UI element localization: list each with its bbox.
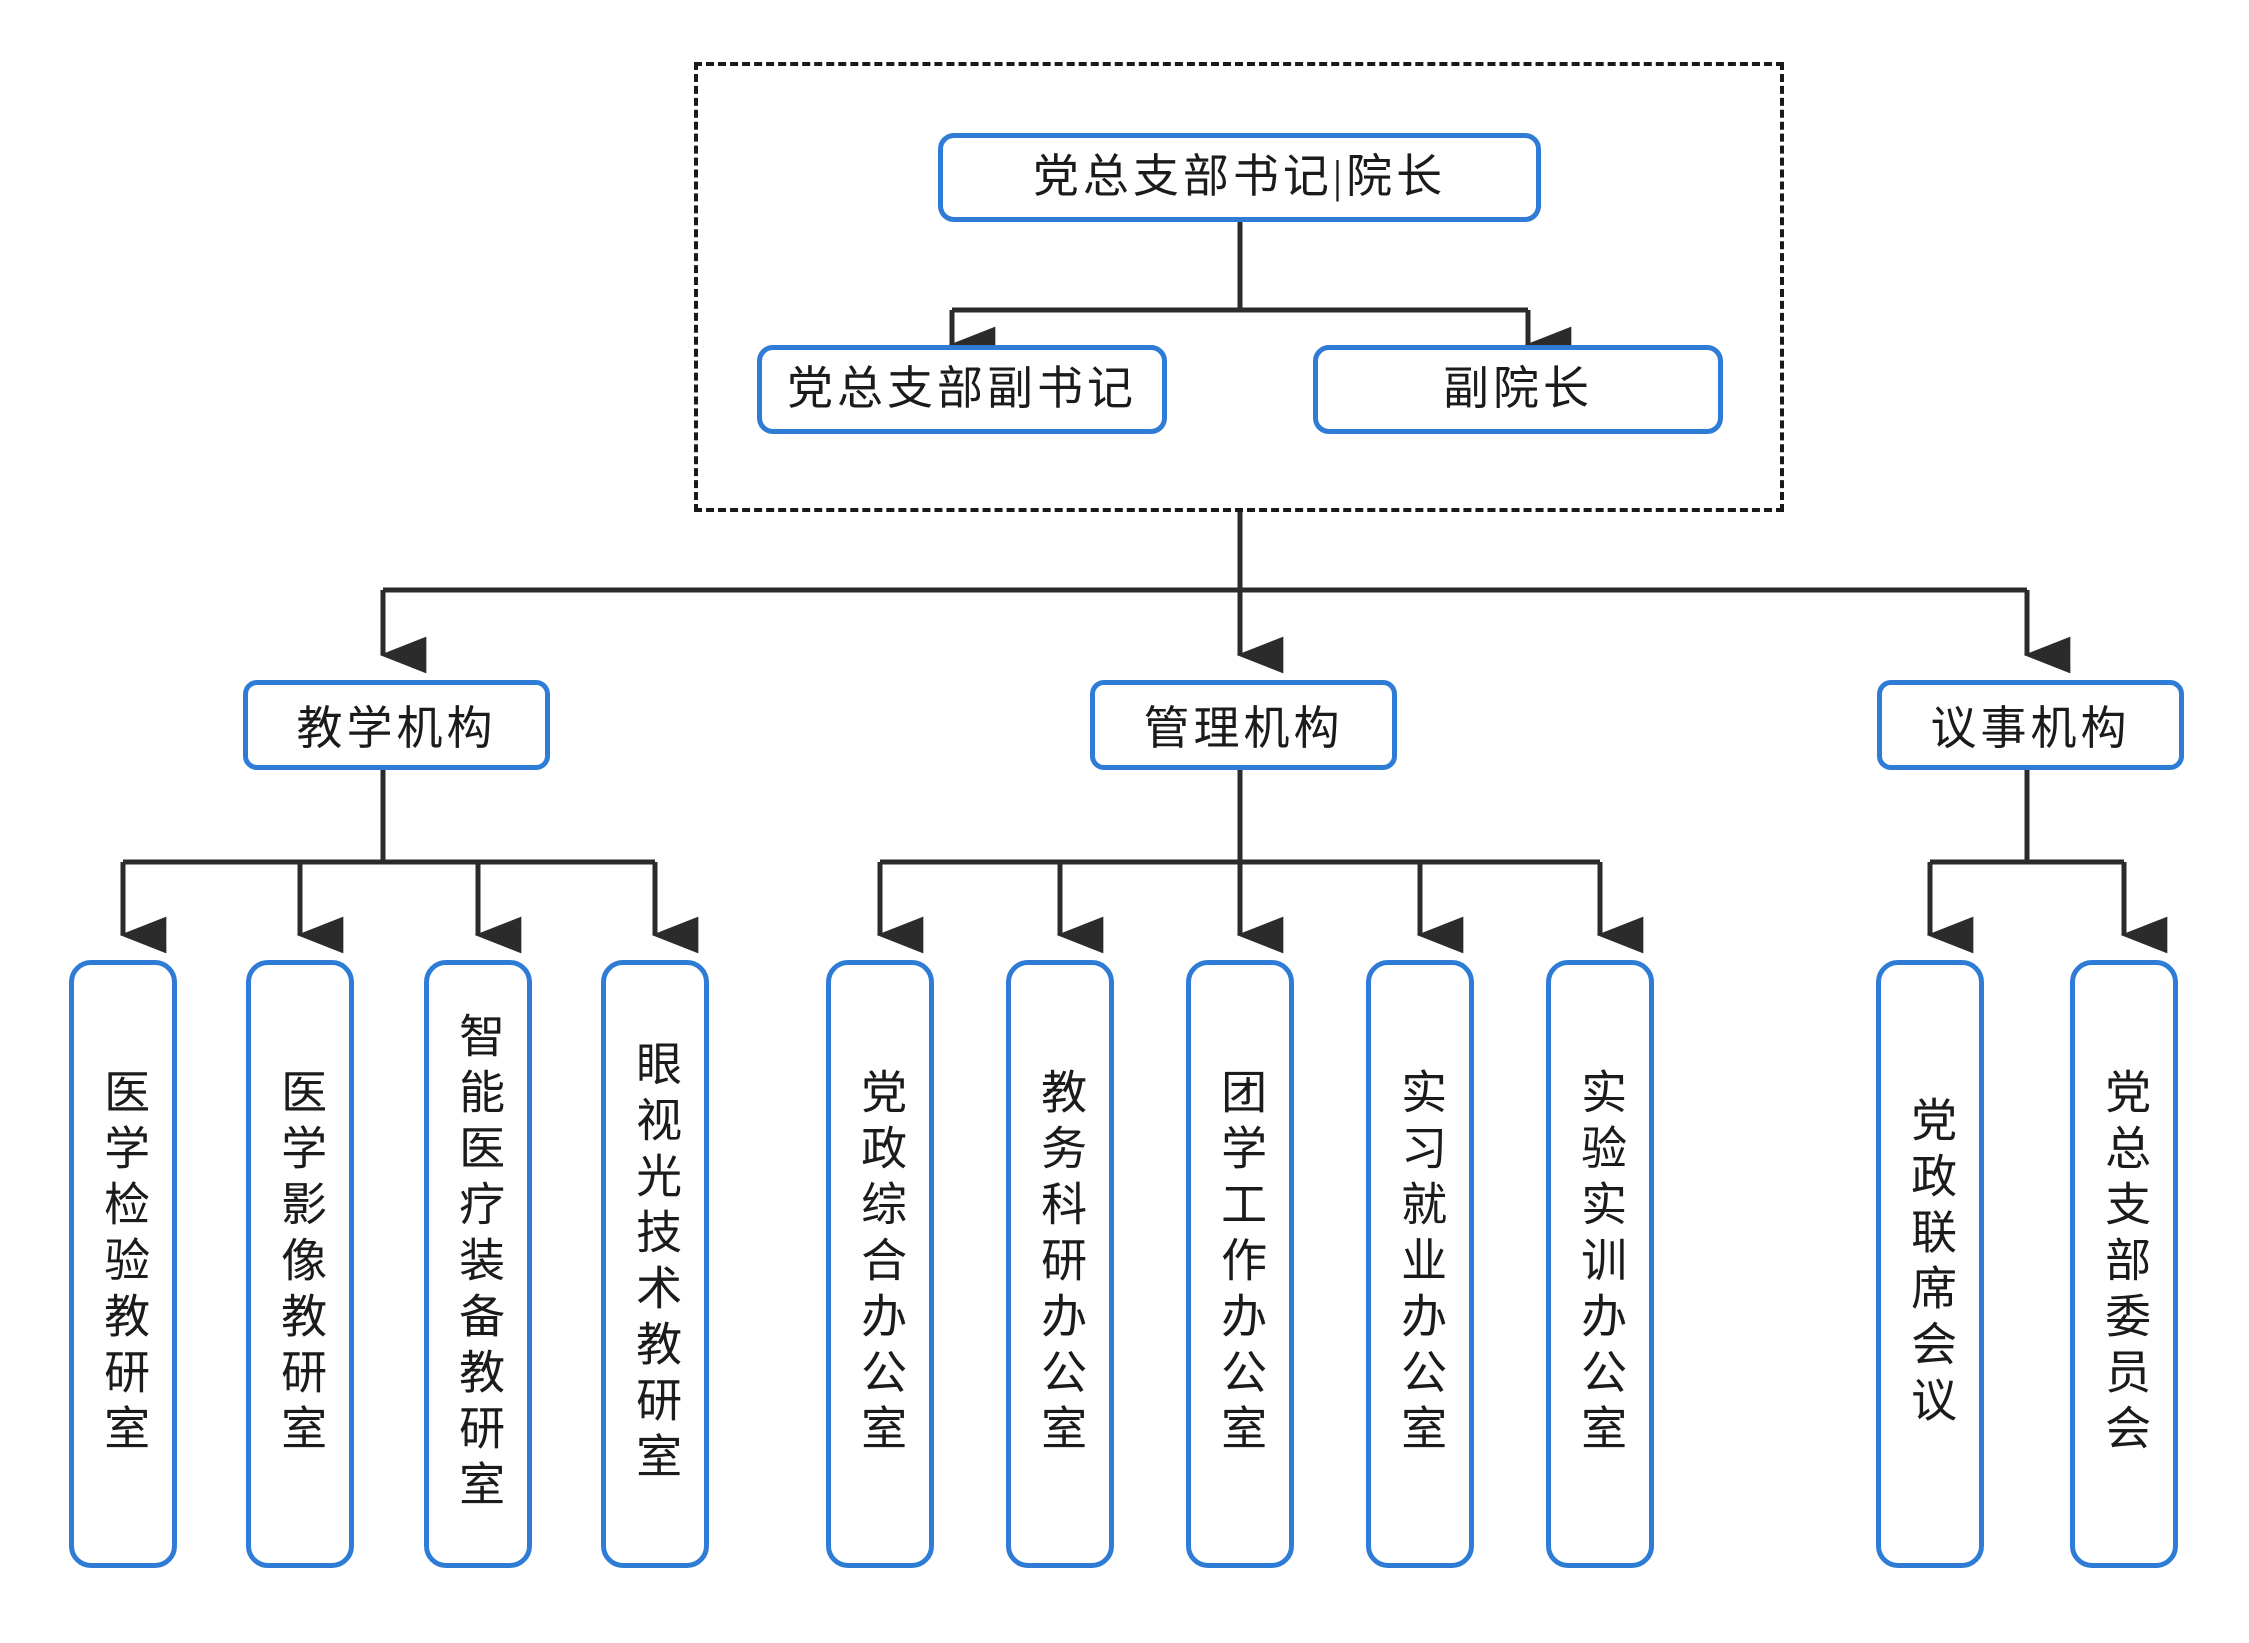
node-vice-dean[interactable]: 副院长 [1313,345,1723,434]
node-lab-training-office[interactable]: 实验实训办公室 [1546,960,1654,1568]
leadership-group-container [694,62,1784,512]
node-party-secretary-dean[interactable]: 党总支部书记|院长 [938,133,1541,222]
node-label: 眼视光技术教研室 [630,1040,682,1488]
node-label: 党政联席会议 [1905,1096,1957,1432]
node-label: 党总支部委员会 [2099,1068,2151,1460]
node-label: 教务科研办公室 [1035,1068,1087,1460]
node-label: 实习就业办公室 [1395,1068,1447,1460]
node-label: 党总支部书记|院长 [1032,151,1447,203]
node-label: 副院长 [1443,363,1593,415]
node-party-admin-joint-meeting[interactable]: 党政联席会议 [1876,960,1984,1568]
node-label: 团学工作办公室 [1215,1068,1267,1460]
node-label: 党总支部副书记 [787,363,1137,415]
node-optometry-technology-teaching-office[interactable]: 眼视光技术教研室 [601,960,709,1568]
node-party-admin-general-office[interactable]: 党政综合办公室 [826,960,934,1568]
node-label: 党政综合办公室 [855,1068,907,1460]
node-party-branch-committee[interactable]: 党总支部委员会 [2070,960,2178,1568]
node-category-teaching[interactable]: 教学机构 [243,680,550,770]
node-youth-league-student-work-office[interactable]: 团学工作办公室 [1186,960,1294,1568]
node-medical-imaging-teaching-office[interactable]: 医学影像教研室 [246,960,354,1568]
node-internship-employment-office[interactable]: 实习就业办公室 [1366,960,1474,1568]
node-lab-medicine-teaching-office[interactable]: 医学检验教研室 [69,960,177,1568]
node-label: 实验实训办公室 [1575,1068,1627,1460]
node-label: 医学影像教研室 [275,1068,327,1460]
node-category-deliberative[interactable]: 议事机构 [1877,680,2184,770]
node-deputy-party-secretary[interactable]: 党总支部副书记 [757,345,1167,434]
node-label: 管理机构 [1143,703,1344,754]
node-label: 智能医疗装备教研室 [453,1012,505,1516]
node-label: 议事机构 [1930,703,2131,754]
node-category-management[interactable]: 管理机构 [1090,680,1397,770]
node-academic-affairs-research-office[interactable]: 教务科研办公室 [1006,960,1114,1568]
node-label: 教学机构 [296,703,497,754]
node-smart-medical-equipment-teaching-office[interactable]: 智能医疗装备教研室 [424,960,532,1568]
node-label: 医学检验教研室 [98,1068,150,1460]
